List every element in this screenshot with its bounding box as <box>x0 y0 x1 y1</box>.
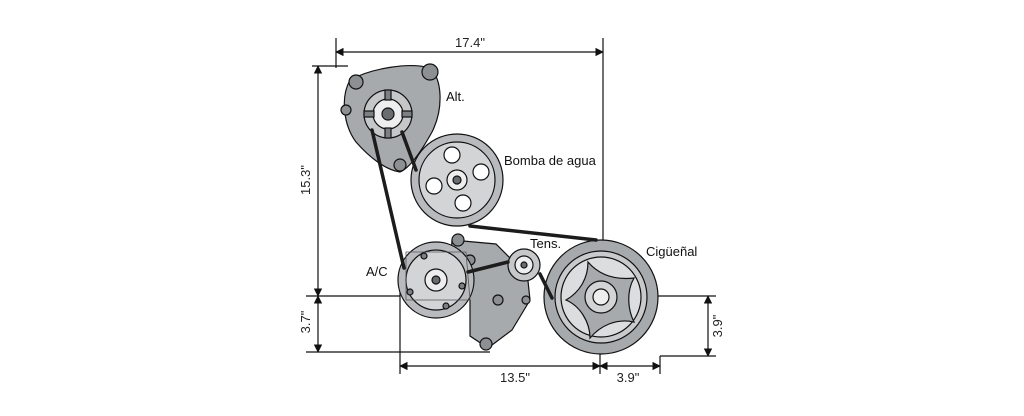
ac-compressor <box>397 241 475 319</box>
water-pump-pulley <box>410 133 504 227</box>
dim-right-height: 3.9" <box>710 314 725 337</box>
label-tensioner: Tens. <box>530 236 561 251</box>
label-water-pump: Bomba de agua <box>504 153 597 168</box>
dim-bottom-left: 13.5" <box>500 370 530 385</box>
dim-left-height: 15.3" <box>298 165 313 195</box>
dim-left-lower: 3.7" <box>298 310 313 333</box>
crankshaft-pulley <box>543 239 659 355</box>
dim-top-width: 17.4" <box>455 35 485 50</box>
label-ac: A/C <box>366 264 388 279</box>
dim-bottom-right: 3.9" <box>617 370 640 385</box>
label-crankshaft: Cigüeñal <box>646 244 697 259</box>
label-alternator: Alt. <box>446 89 465 104</box>
serpentine-belt <box>370 128 598 300</box>
alternator <box>340 63 441 173</box>
